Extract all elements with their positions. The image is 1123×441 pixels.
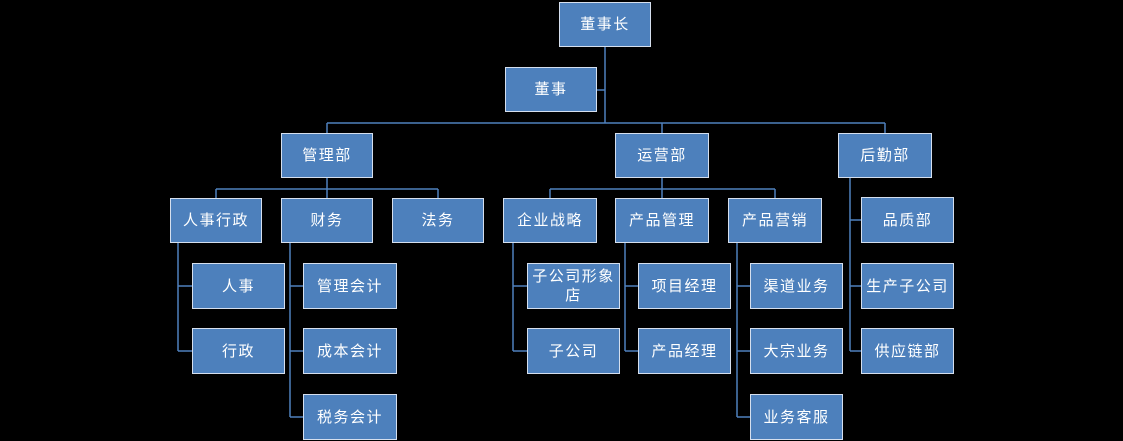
org-node-admin[interactable]: 行政 xyxy=(192,328,285,374)
org-node-tax-accounting[interactable]: 税务会计 xyxy=(303,394,397,440)
org-node-logistics-dept[interactable]: 后勤部 xyxy=(838,133,932,178)
org-node-product-management[interactable]: 产品管理 xyxy=(615,198,709,243)
org-node-subsidiary-flagship-store[interactable]: 子公司形象店 xyxy=(527,263,620,309)
org-node-hr-admin-dept[interactable]: 人事行政 xyxy=(170,198,262,243)
org-node-production-subsidiary[interactable]: 生产子公司 xyxy=(861,263,954,309)
org-node-project-manager[interactable]: 项目经理 xyxy=(638,263,731,309)
org-node-supply-chain-dept[interactable]: 供应链部 xyxy=(861,328,954,374)
org-node-channel-business[interactable]: 渠道业务 xyxy=(750,263,843,309)
org-node-management-accounting[interactable]: 管理会计 xyxy=(303,263,397,309)
org-node-quality-dept[interactable]: 品质部 xyxy=(861,197,954,243)
org-node-product-marketing[interactable]: 产品营销 xyxy=(728,198,822,243)
org-node-corporate-strategy[interactable]: 企业战略 xyxy=(503,198,597,243)
org-node-chairman[interactable]: 董事长 xyxy=(559,2,651,47)
org-node-bulk-business[interactable]: 大宗业务 xyxy=(750,328,843,374)
org-node-product-manager[interactable]: 产品经理 xyxy=(638,328,731,374)
org-node-subsidiary[interactable]: 子公司 xyxy=(527,328,620,374)
org-node-cost-accounting[interactable]: 成本会计 xyxy=(303,328,397,374)
org-node-business-customer-service[interactable]: 业务客服 xyxy=(750,394,843,440)
org-node-legal-dept[interactable]: 法务 xyxy=(392,198,484,243)
org-node-board-director[interactable]: 董事 xyxy=(505,67,597,112)
org-node-operations-dept[interactable]: 运营部 xyxy=(615,133,709,178)
org-node-finance-dept[interactable]: 财务 xyxy=(281,198,373,243)
org-node-management-dept[interactable]: 管理部 xyxy=(281,133,373,178)
org-node-hr[interactable]: 人事 xyxy=(192,263,285,309)
